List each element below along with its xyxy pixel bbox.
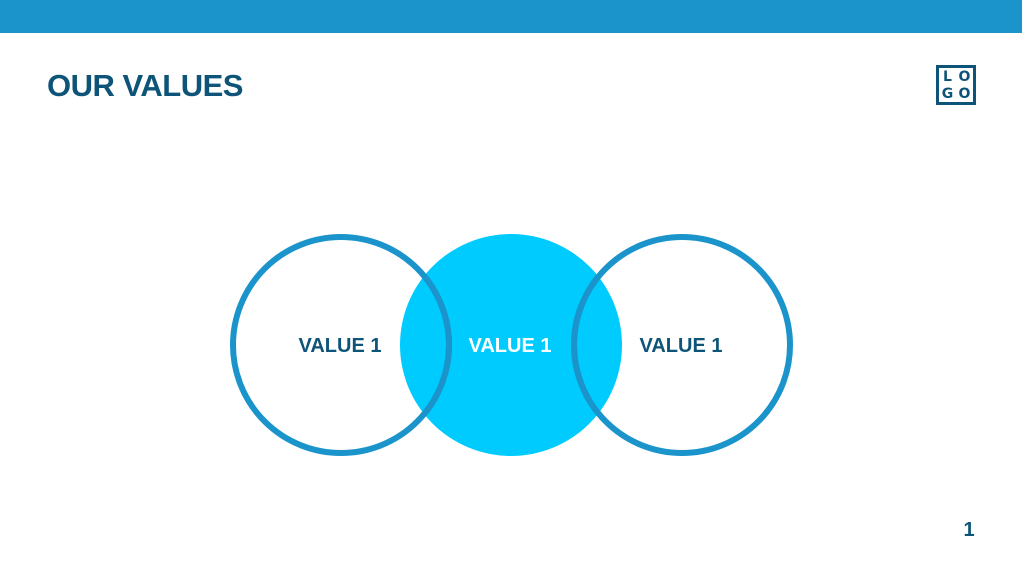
slide-title: OUR VALUES xyxy=(47,68,243,103)
value-label-right: VALUE 1 xyxy=(640,335,723,357)
logo-placeholder: L O G O xyxy=(936,65,976,105)
value-label-left: VALUE 1 xyxy=(299,335,382,357)
logo-letter: O xyxy=(958,68,971,85)
value-circle-left-overlap-arc xyxy=(400,234,452,456)
logo-letter: O xyxy=(958,85,971,102)
logo-letter: G xyxy=(941,85,954,102)
value-circle-center xyxy=(400,234,622,456)
value-label-center: VALUE 1 xyxy=(469,335,552,357)
page-number: 1 xyxy=(963,519,975,541)
top-accent-bar xyxy=(0,0,1022,33)
logo-letter: L xyxy=(943,68,952,85)
value-circle-right-overlap-arc xyxy=(571,234,622,456)
